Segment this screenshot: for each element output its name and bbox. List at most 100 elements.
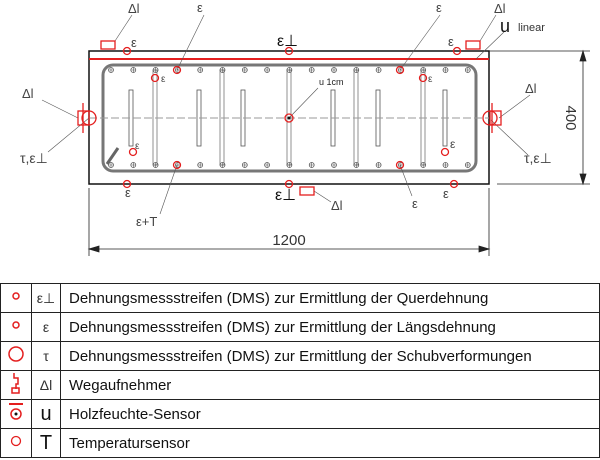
strain-gauge [122, 46, 132, 56]
strain-gauge [440, 147, 450, 157]
rebar-cross [376, 162, 382, 168]
rebar-cross [465, 162, 471, 168]
small-circle-icon [0, 312, 32, 342]
large-circle-icon [0, 341, 32, 371]
rebar-cross [242, 162, 248, 168]
legend-row: Δl Wegaufnehmer [0, 370, 600, 400]
rebar-cross [353, 67, 359, 73]
legend-description: Holzfeuchte-Sensor [60, 399, 600, 429]
displacement-transducer-top-right [465, 40, 481, 50]
strain-gauge [395, 160, 405, 170]
legend-row: τ Dehnungsmessstreifen (DMS) zur Ermittl… [0, 341, 600, 371]
strain-gauge [150, 73, 160, 83]
label: linear [518, 22, 545, 34]
dimension-height [489, 49, 590, 186]
displacement-transducer-icon [0, 370, 32, 400]
legend-description: Dehnungsmessstreifen (DMS) zur Ermittlun… [60, 341, 600, 371]
strain-gauge [128, 147, 138, 157]
rebar-cross [197, 67, 203, 73]
legend-row: T Temperatursensor [0, 428, 600, 458]
legend-description: Temperatursensor [60, 428, 600, 458]
label: ε [131, 35, 137, 50]
displacement-transducer-top-left [100, 40, 116, 50]
strain-gauge [418, 73, 428, 83]
displacement-transducer-right [489, 110, 502, 126]
legend-table: ε⊥ Dehnungsmessstreifen (DMS) zur Ermitt… [0, 283, 600, 458]
legend-row: u Holzfeuchte-Sensor [0, 399, 600, 429]
label: ε [443, 186, 449, 201]
diagram-labels: Δl ε ε⊥ ε Δl u linear ε ε ε ε ε ε u 1cm … [20, 0, 552, 229]
label: ε [412, 196, 418, 211]
rebar-cross [420, 67, 426, 73]
label: ε [436, 0, 442, 15]
temperature-circle-icon [0, 428, 32, 458]
label: τ,ε⊥ [524, 150, 552, 166]
rebar-cross [108, 67, 114, 73]
rebar-cross [465, 67, 471, 73]
label: ε [135, 141, 140, 152]
legend-abbreviation: ε [31, 312, 61, 342]
strain-gauge [122, 179, 132, 189]
label: Δl [494, 1, 506, 16]
moisture-sensor-dot [287, 116, 291, 120]
strain-gauge [284, 46, 294, 56]
rebar-cross [286, 162, 292, 168]
strain-gauge [449, 179, 459, 189]
legend-abbreviation: u [31, 399, 61, 429]
strain-gauge [395, 65, 405, 75]
small-circle-icon [0, 283, 32, 313]
width-dimension-label: 1200 [272, 232, 305, 249]
rebar-cross [175, 162, 181, 168]
label: u [500, 16, 510, 36]
rebar-cross [108, 162, 114, 168]
label: u 1cm [319, 77, 344, 87]
legend-abbreviation: Δl [31, 370, 61, 400]
strain-gauge [452, 46, 462, 56]
rebar-cross [130, 67, 136, 73]
rebar-cross [309, 67, 315, 73]
height-dimension-label: 400 [562, 105, 579, 130]
label: ε⊥ [275, 187, 296, 204]
label: ε [448, 34, 454, 49]
strain-gauge [172, 65, 182, 75]
rebar-cross [264, 162, 270, 168]
moisture-sensor-center [284, 113, 294, 123]
rebar-cross [130, 162, 136, 168]
rebar-cross [220, 162, 225, 168]
rebar-cross [443, 67, 448, 73]
rebar-cross [220, 67, 225, 73]
label: Δl [22, 86, 34, 101]
strain-gauge [284, 179, 294, 189]
rebar-cross [420, 162, 426, 168]
leader-lines [41, 14, 531, 215]
legend-abbreviation: T [31, 428, 61, 458]
legend-abbreviation: ε⊥ [31, 283, 61, 313]
temperature-strain-gauge [172, 160, 182, 170]
label: ε [125, 185, 131, 200]
rebar-cross [242, 67, 248, 73]
rebar-cross [376, 67, 382, 73]
rebar-cross [331, 162, 337, 168]
legend-description: Dehnungsmessstreifen (DMS) zur Ermittlun… [60, 312, 600, 342]
rebar-cross [331, 67, 337, 73]
rebar-cross [309, 162, 315, 168]
label: τ,ε⊥ [20, 150, 48, 166]
label: Δl [128, 1, 140, 16]
beam-cross-section-diagram: 400 1200 [20, 0, 590, 256]
legend-row: ε⊥ Dehnungsmessstreifen (DMS) zur Ermitt… [0, 283, 600, 313]
dimension-width [87, 188, 491, 256]
rebar-cross [153, 162, 159, 168]
label: Δl [525, 81, 537, 96]
rebar-cross [353, 162, 359, 168]
rebar-cross [443, 162, 448, 168]
moisture-sensor-icon [0, 399, 32, 429]
displacement-transducer-bottom [299, 186, 315, 196]
label: ε⊥ [277, 33, 298, 50]
legend-description: Wegaufnehmer [60, 370, 600, 400]
label: ε+T [136, 214, 157, 229]
rebar-cross [264, 67, 270, 73]
label: ε [428, 74, 433, 85]
rebar-cross [153, 67, 159, 73]
label: ε [197, 0, 203, 15]
label: ε [450, 137, 456, 151]
